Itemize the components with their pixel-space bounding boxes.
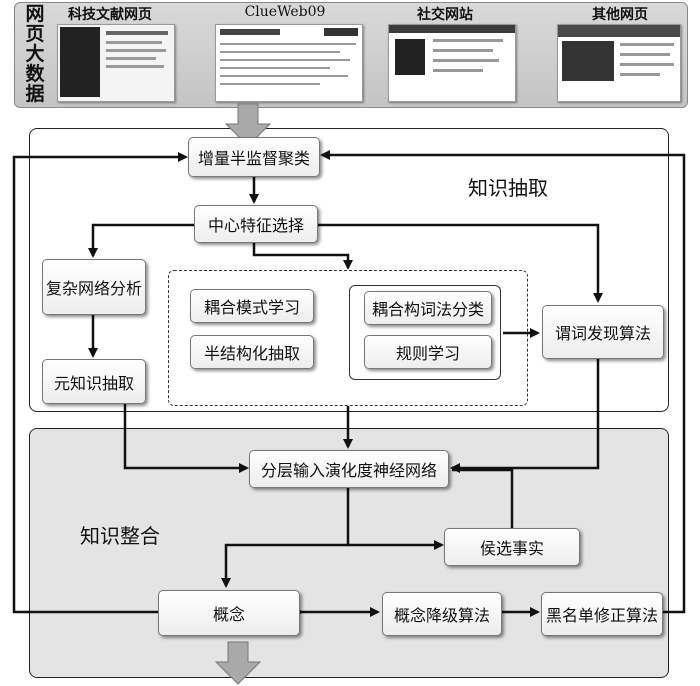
concept-downgrade-algorithm-node: 概念降级算法 <box>382 592 502 636</box>
source-label-other: 其他网页 <box>592 7 648 23</box>
source-label-social: 社交网站 <box>417 7 473 23</box>
complex-network-analysis-node: 复杂网络分析 <box>42 259 146 315</box>
clueweb-page-thumbnail <box>215 24 363 102</box>
rule-learning-node: 规则学习 <box>364 335 492 369</box>
candidate-facts-node: 侯选事实 <box>444 528 580 566</box>
center-feature-selection-node: 中心特征选择 <box>194 205 318 243</box>
other-page-thumbnail <box>557 24 681 102</box>
source-title-char: 网 <box>25 3 45 25</box>
source-label-clueweb: ClueWeb09 <box>244 4 326 20</box>
meta-knowledge-extraction-node: 元知识抽取 <box>42 359 146 404</box>
layered-input-evolution-network-node: 分层输入演化度神经网络 <box>249 450 449 488</box>
source-title-char: 据 <box>25 83 45 105</box>
sci-page-thumbnail <box>57 24 175 102</box>
source-title-char: 页 <box>25 23 45 45</box>
semi-structured-extraction-node: 半结构化抽取 <box>190 335 314 369</box>
source-title: 网 页 大 数 据 <box>20 4 50 104</box>
predicate-discovery-node: 谓词发现算法 <box>542 305 664 359</box>
concept-node: 概念 <box>158 590 300 636</box>
coupled-lexical-classification-node: 耦合构词法分类 <box>364 291 492 325</box>
inner-methods-group <box>168 270 528 406</box>
knowledge-extraction-title: 知识抽取 <box>468 176 548 200</box>
source-title-char: 大 <box>25 43 45 65</box>
social-page-thumbnail <box>388 24 516 102</box>
coupled-pattern-learning-node: 耦合模式学习 <box>190 289 314 323</box>
source-title-char: 数 <box>25 63 45 85</box>
lexical-group <box>349 285 501 380</box>
knowledge-integration-title: 知识整合 <box>80 524 160 548</box>
source-label-sci: 科技文献网页 <box>68 7 152 23</box>
incremental-semi-supervised-clustering-node: 增量半监督聚类 <box>188 137 320 177</box>
blacklist-correction-algorithm-node: 黑名单修正算法 <box>541 592 663 636</box>
